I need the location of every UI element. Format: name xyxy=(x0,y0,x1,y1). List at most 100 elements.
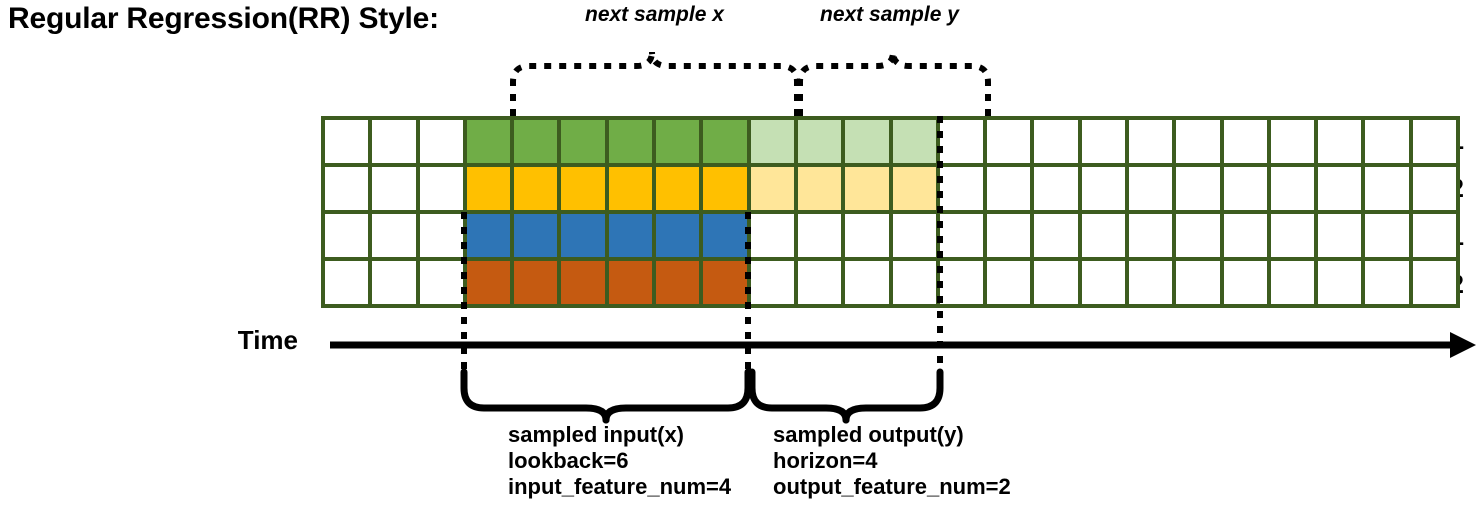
sampled-input-line-2: lookback=6 xyxy=(508,448,629,473)
grid-cell xyxy=(372,120,416,163)
grid-cell xyxy=(1034,167,1078,210)
grid-cell xyxy=(1365,167,1409,210)
grid-cell xyxy=(514,120,558,163)
grid-cell xyxy=(845,214,889,257)
caption-sampled-input: sampled input(x) lookback=6 input_featur… xyxy=(508,422,731,500)
grid-cell xyxy=(514,261,558,304)
grid-cell xyxy=(561,214,605,257)
grid-cell xyxy=(1365,214,1409,257)
time-axis-arrow xyxy=(330,332,1476,358)
grid-cell xyxy=(325,261,369,304)
grid-cell xyxy=(797,167,842,210)
grid-cell xyxy=(1412,261,1456,304)
grid-cell xyxy=(1128,214,1173,257)
page-title: Regular Regression(RR) Style: xyxy=(8,2,439,35)
grid-cell xyxy=(797,261,842,304)
brace-next-sample-y xyxy=(797,51,991,116)
grid-cell xyxy=(892,261,936,304)
grid-cell xyxy=(1318,261,1362,304)
sampled-output-line-3: output_feature_num=2 xyxy=(773,474,1011,499)
grid-cell xyxy=(750,214,794,257)
grid-cell xyxy=(845,261,889,304)
grid-cell xyxy=(1270,214,1315,257)
grid-cell xyxy=(892,214,936,257)
grid-cell xyxy=(750,261,794,304)
grid-cell xyxy=(466,214,511,257)
grid-cell xyxy=(419,214,463,257)
grid-cell xyxy=(1365,120,1409,163)
grid-cell xyxy=(987,167,1031,210)
grid-cell xyxy=(703,120,747,163)
grid-cell xyxy=(1128,167,1173,210)
grid-cell xyxy=(419,167,463,210)
grid-cell xyxy=(1223,261,1267,304)
grid-cell xyxy=(987,214,1031,257)
grid-cell xyxy=(1412,120,1456,163)
grid-cell xyxy=(1412,167,1456,210)
grid-cell xyxy=(466,261,511,304)
grid-cell xyxy=(1081,120,1125,163)
brace-next-sample-x xyxy=(510,51,800,116)
grid-cell xyxy=(1034,214,1078,257)
grid-cell xyxy=(1223,214,1267,257)
grid-cell xyxy=(703,167,747,210)
grid-cell xyxy=(1270,120,1315,163)
grid-cell xyxy=(1176,214,1220,257)
grid-cell xyxy=(561,167,605,210)
grid-cell xyxy=(514,214,558,257)
grid-cell xyxy=(939,120,984,163)
grid-cell xyxy=(656,214,700,257)
brace-sampled-input xyxy=(460,368,752,424)
grid-cell xyxy=(608,214,653,257)
grid-cell xyxy=(514,167,558,210)
grid-cell xyxy=(608,167,653,210)
grid-cell xyxy=(703,261,747,304)
grid-cell xyxy=(1270,261,1315,304)
grid-cell xyxy=(1223,167,1267,210)
grid-cell xyxy=(892,120,936,163)
grid-cell xyxy=(939,261,984,304)
grid-cell xyxy=(1412,214,1456,257)
grid-cell xyxy=(703,214,747,257)
grid-cell xyxy=(1081,214,1125,257)
grid-cell xyxy=(1128,261,1173,304)
caption-next-sample-x: next sample x xyxy=(585,3,724,26)
grid-cell xyxy=(656,167,700,210)
grid-cell xyxy=(419,120,463,163)
caption-next-sample-y: next sample y xyxy=(820,3,959,26)
grid-cell xyxy=(372,214,416,257)
grid-cell xyxy=(750,120,794,163)
grid-cell xyxy=(1365,261,1409,304)
grid-cell xyxy=(1318,120,1362,163)
grid-cell xyxy=(987,120,1031,163)
sampled-output-line-1: sampled output(y) xyxy=(773,422,964,447)
grid-cell xyxy=(561,261,605,304)
grid-cell xyxy=(466,167,511,210)
brace-sampled-output xyxy=(748,368,944,424)
grid-cell xyxy=(1176,261,1220,304)
grid-cell xyxy=(1081,261,1125,304)
grid-cell xyxy=(419,261,463,304)
grid-cell xyxy=(845,167,889,210)
grid-cell xyxy=(325,214,369,257)
grid-cell xyxy=(1270,167,1315,210)
grid-cell xyxy=(325,167,369,210)
grid-cell xyxy=(845,120,889,163)
grid-cell xyxy=(1034,261,1078,304)
grid-cell xyxy=(372,261,416,304)
grid-cell xyxy=(1081,167,1125,210)
grid-cell xyxy=(1223,120,1267,163)
grid-cell xyxy=(1128,120,1173,163)
time-axis-label: Time xyxy=(237,325,298,355)
grid-cell xyxy=(656,120,700,163)
grid-cell xyxy=(325,120,369,163)
grid-cell xyxy=(608,120,653,163)
grid-cell xyxy=(656,261,700,304)
grid-cell xyxy=(1176,167,1220,210)
grid-cell xyxy=(987,261,1031,304)
sampled-output-line-2: horizon=4 xyxy=(773,448,878,473)
caption-sampled-output: sampled output(y) horizon=4 output_featu… xyxy=(773,422,1011,500)
grid-cell xyxy=(892,167,936,210)
grid-cell xyxy=(561,120,605,163)
